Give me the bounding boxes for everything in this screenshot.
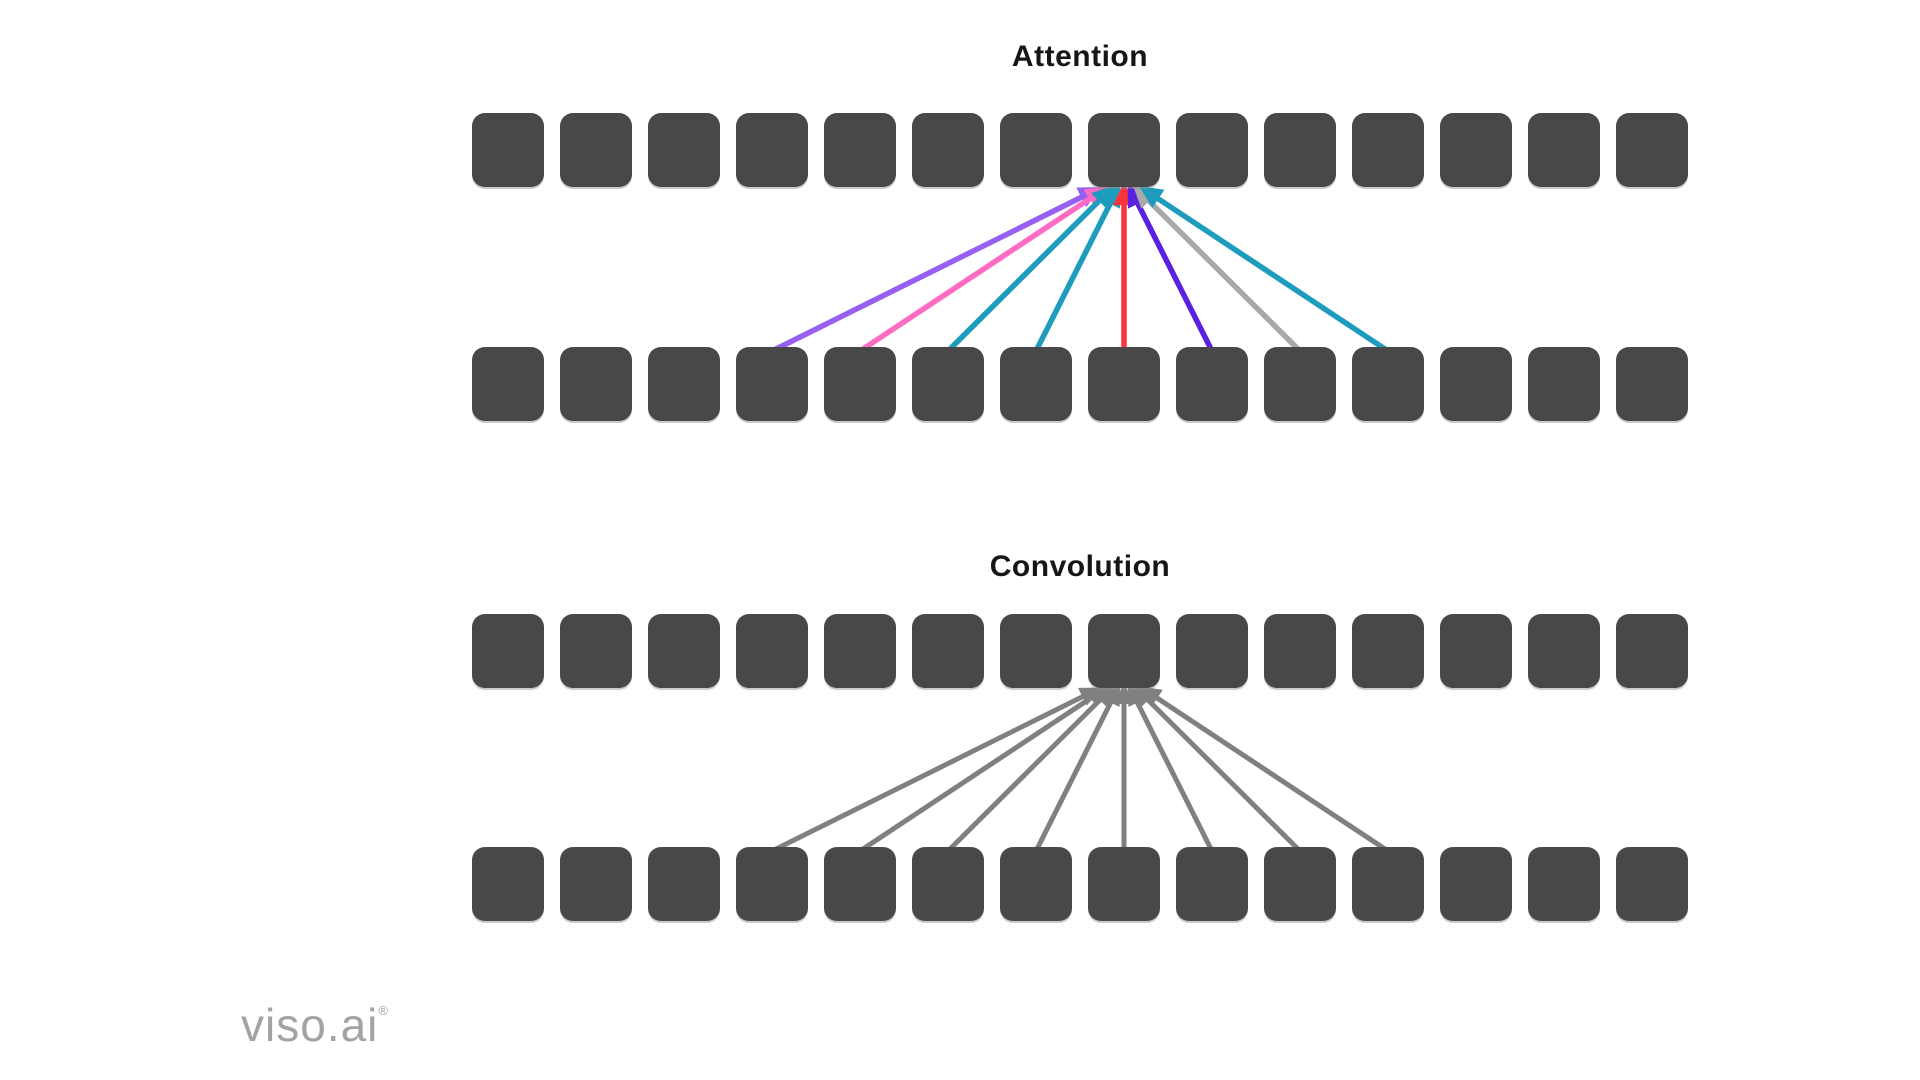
token-square — [1264, 847, 1336, 921]
token-square — [1088, 113, 1160, 187]
token-square — [1088, 347, 1160, 421]
token-square — [1352, 847, 1424, 921]
token-square — [472, 113, 544, 187]
attention-arrows — [770, 182, 1390, 354]
token-square — [736, 347, 808, 421]
viso-logo-text: viso.ai — [241, 999, 379, 1051]
token-square — [1176, 113, 1248, 187]
token-square — [824, 847, 896, 921]
token-square — [736, 614, 808, 688]
token-square — [472, 614, 544, 688]
token-square — [912, 614, 984, 688]
token-square — [1528, 113, 1600, 187]
token-square — [912, 113, 984, 187]
token-square — [1616, 113, 1688, 187]
token-square — [560, 847, 632, 921]
token-square — [1000, 847, 1072, 921]
token-square — [1000, 113, 1072, 187]
token-square — [472, 847, 544, 921]
token-square — [1264, 113, 1336, 187]
attention-arrow-from-9 — [1127, 183, 1215, 353]
token-square — [824, 113, 896, 187]
token-square — [1176, 847, 1248, 921]
token-square — [560, 614, 632, 688]
token-square — [1000, 347, 1072, 421]
token-square — [1616, 847, 1688, 921]
attention-section-title: Attention — [1011, 40, 1149, 73]
attention-arrow-from-5 — [858, 186, 1109, 354]
token-square — [560, 113, 632, 187]
token-square — [1088, 614, 1160, 688]
token-square — [912, 347, 984, 421]
token-square — [1440, 847, 1512, 921]
token-square — [1528, 614, 1600, 688]
token-square — [1352, 347, 1424, 421]
token-square — [824, 614, 896, 688]
convolution-arrow-from-9 — [1127, 683, 1215, 853]
token-square — [1440, 347, 1512, 421]
token-square — [648, 847, 720, 921]
token-square — [1264, 347, 1336, 421]
registered-trademark-icon: ® — [378, 1003, 388, 1018]
convolution-arrow-from-4 — [770, 687, 1102, 854]
token-square — [1264, 614, 1336, 688]
token-square — [736, 847, 808, 921]
token-square — [1000, 614, 1072, 688]
token-square — [1616, 347, 1688, 421]
attention-arrow-from-11 — [1139, 186, 1390, 354]
convolution-arrows — [770, 682, 1390, 854]
attention-arrow-from-10 — [1132, 184, 1302, 353]
token-square — [648, 347, 720, 421]
convolution-arrow-from-10 — [1133, 685, 1302, 853]
convolution-arrow-from-7 — [1033, 683, 1121, 853]
token-square — [1088, 847, 1160, 921]
viso-logo: viso.ai® — [241, 998, 388, 1052]
token-square — [648, 614, 720, 688]
convolution-arrow-from-6 — [946, 685, 1115, 853]
token-square — [912, 847, 984, 921]
token-square — [1528, 847, 1600, 921]
convolution-arrow-from-11 — [1139, 686, 1390, 854]
token-square — [1352, 113, 1424, 187]
token-square — [824, 347, 896, 421]
token-square — [472, 347, 544, 421]
attention-arrow-from-7 — [1033, 183, 1121, 353]
token-square — [1440, 614, 1512, 688]
token-square — [1440, 113, 1512, 187]
token-square — [560, 347, 632, 421]
attention-arrow-from-6 — [946, 184, 1116, 353]
token-square — [736, 113, 808, 187]
token-square — [1528, 347, 1600, 421]
token-square — [1616, 614, 1688, 688]
token-square — [1176, 347, 1248, 421]
convolution-section-title: Convolution — [989, 550, 1171, 583]
convolution-arrow-from-5 — [858, 686, 1109, 854]
attention-arrow-from-4 — [770, 187, 1102, 354]
token-square — [1176, 614, 1248, 688]
token-square — [1352, 614, 1424, 688]
token-square — [648, 113, 720, 187]
